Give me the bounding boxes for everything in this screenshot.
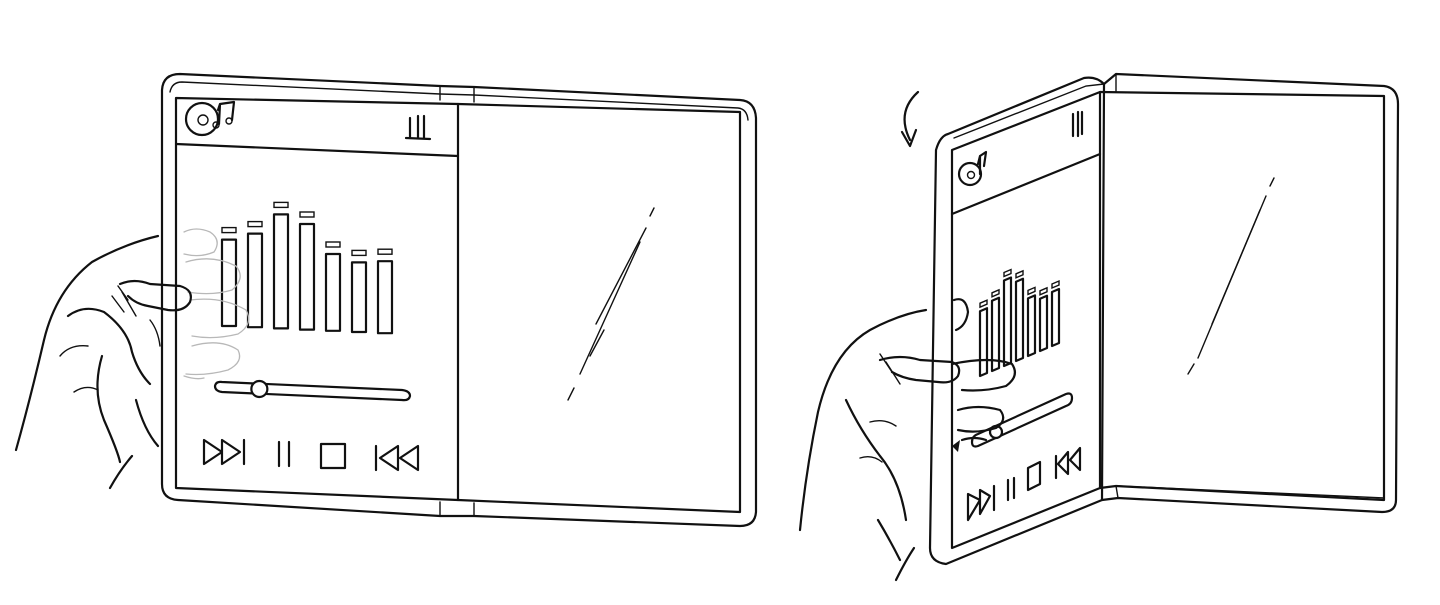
equalizer-peak (1027, 286, 1036, 296)
pause-icon (277, 440, 291, 468)
music-disc-note-icon (957, 150, 988, 187)
signal-bars-icon (1071, 110, 1084, 138)
progress-track[interactable] (970, 392, 1074, 448)
equalizer-bar (220, 238, 238, 328)
progress-slider[interactable] (970, 392, 1074, 448)
equalizer-bar (1038, 294, 1049, 353)
rewind-icon (1054, 446, 1082, 480)
equalizer-bar (1002, 276, 1013, 368)
stop-icon (1026, 460, 1042, 492)
progress-track[interactable] (213, 380, 412, 402)
equalizer-bar (298, 222, 316, 331)
equalizer-peak (299, 211, 315, 218)
equalizer-peak (273, 201, 289, 209)
folding-panel-edge (953, 83, 1105, 139)
equalizer-bar (1026, 294, 1037, 358)
equalizer-peak (991, 288, 1000, 298)
equalizer-bar (978, 307, 989, 378)
equalizer-bar (1014, 277, 1025, 363)
fast-forward-icon (202, 438, 246, 466)
equalizer-bar (1050, 287, 1061, 348)
pause-button[interactable] (277, 440, 291, 468)
equalizer-bar (246, 232, 264, 329)
stop-button[interactable] (1026, 460, 1042, 492)
folded-header-divider (950, 152, 1102, 216)
pause-icon (1006, 476, 1016, 502)
progress-slider[interactable] (213, 379, 412, 402)
fold-hinge-bottom (1115, 485, 1119, 499)
folding-panel-frame (928, 76, 1106, 566)
glass-reflection (1187, 177, 1275, 375)
left-hand (14, 234, 192, 490)
fast-forward-button[interactable] (202, 438, 246, 466)
rotate-arrow-icon (900, 90, 920, 148)
equalizer-peak (1051, 279, 1060, 290)
equalizer-bar (376, 260, 394, 335)
right-screen-frame (456, 102, 742, 514)
ghost-fingers (183, 228, 250, 380)
glass-reflection (567, 207, 655, 401)
signal-bars-icon (404, 114, 432, 141)
equalizer-bar (272, 213, 290, 330)
header-divider (174, 142, 460, 158)
equalizer-peak (1015, 269, 1024, 279)
equalizer-bar (324, 252, 342, 332)
equalizer-peak (247, 220, 263, 228)
equalizer-peak (377, 248, 393, 255)
stop-icon (319, 442, 347, 470)
equalizer-peak (1039, 286, 1048, 296)
stop-button[interactable] (319, 442, 347, 470)
equalizer-peak (979, 299, 988, 309)
flat-panel-bottom-edge (1117, 485, 1385, 499)
pause-button[interactable] (1006, 476, 1016, 502)
rewind-button[interactable] (374, 444, 420, 472)
rewind-button[interactable] (1054, 446, 1082, 480)
equalizer-peak (221, 226, 237, 234)
device-outer-frame (160, 72, 758, 528)
right-hand (798, 298, 1017, 582)
folding-panel-screen (950, 90, 1102, 550)
flat-panel-frame (1100, 72, 1400, 514)
equalizer-peak (351, 249, 367, 257)
equalizer-peak (1003, 268, 1012, 278)
left-screen-frame (174, 96, 460, 502)
equalizer-bar (990, 296, 1001, 373)
device-inner-edge (169, 81, 749, 121)
equalizer-peak (325, 241, 341, 248)
equalizer-bar (350, 261, 368, 334)
flat-panel-screen (1098, 90, 1386, 502)
rewind-icon (374, 444, 420, 472)
fast-forward-icon (966, 484, 996, 522)
progress-thumb[interactable] (250, 379, 269, 399)
equalizer (220, 201, 394, 335)
music-disc-note-icon (184, 100, 236, 137)
folded-device (798, 72, 1400, 582)
fast-forward-button[interactable] (966, 484, 996, 522)
unfolded-device (14, 72, 758, 528)
